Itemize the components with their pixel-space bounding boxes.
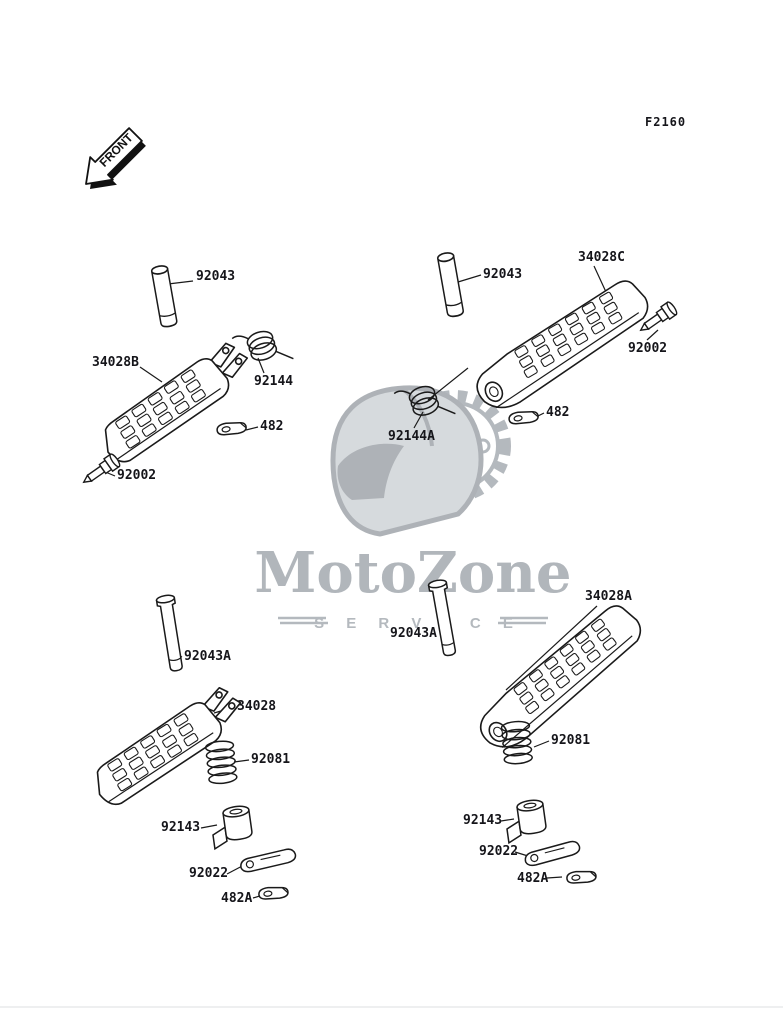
part-label-holder-92143-left: 92143 xyxy=(161,820,201,835)
footpeg-drawing-34028 xyxy=(84,681,253,812)
front-direction-arrow: FRONT xyxy=(85,127,146,189)
clip-drawing-482a-right xyxy=(565,868,598,886)
pin-drawing-top-right xyxy=(436,250,465,319)
holder-drawing-92143-right xyxy=(502,798,549,844)
assembly-bottom-left xyxy=(84,593,298,902)
part-label-pin-bottom-right: 92043A xyxy=(390,626,437,641)
part-label-bracket-92022-right: 92022 xyxy=(479,844,519,859)
part-label-pin-top-left: 92043 xyxy=(196,269,236,284)
part-label-holder-92143-right: 92143 xyxy=(463,813,503,828)
part-label-spring-92144: 92144 xyxy=(254,374,294,389)
part-label-bolt-92002-top-left: 92002 xyxy=(117,468,157,483)
part-label-clip-482-top-left: 482 xyxy=(260,419,284,434)
helmet-icon xyxy=(330,385,484,537)
part-label-clip-482a-right: 482A xyxy=(517,871,549,886)
part-label-spring-92081-left: 92081 xyxy=(251,752,291,767)
diagram-code: F2160 xyxy=(645,115,687,129)
part-label-pin-top-right: 92043 xyxy=(483,267,523,282)
part-label-clip-482a-left: 482A xyxy=(221,891,253,906)
watermark-logo: MotoZone S E R V I C E xyxy=(254,385,572,632)
part-label-pin-bottom-left: 92043A xyxy=(184,649,231,664)
bracket-drawing-92022-left xyxy=(239,847,298,873)
part-label-bracket-92022-left: 92022 xyxy=(189,866,229,881)
bolt-drawing-92002-top-left xyxy=(78,452,122,490)
part-label-spring-92081-right: 92081 xyxy=(551,733,591,748)
leader-lines xyxy=(102,265,659,899)
part-label-bolt-92002-top-right: 92002 xyxy=(628,341,668,356)
holder-drawing-92143-left xyxy=(208,804,255,850)
clip-drawing-482-top-left xyxy=(215,419,248,438)
watermark-subtitle-text: S E R V I C E xyxy=(314,615,522,632)
pin-drawing-top-left xyxy=(150,263,179,329)
clip-drawing-482a-left xyxy=(257,884,290,902)
part-label-clip-482-top-right: 482 xyxy=(546,405,570,420)
part-label-peg-34028a: 34028A xyxy=(585,589,632,604)
spring-drawing-92081-left xyxy=(204,739,239,786)
part-label-peg-34028: 34028 xyxy=(237,699,277,714)
clip-drawing-482-top-right xyxy=(507,408,540,427)
part-label-peg-34028c: 34028C xyxy=(578,250,625,265)
watermark-brand-text: MotoZone xyxy=(254,540,571,606)
part-label-peg-34028b: 34028B xyxy=(92,355,139,370)
pin-drawing-bottom-left xyxy=(155,593,187,673)
bracket-drawing-92022-right xyxy=(523,840,582,867)
part-label-spring-92144a: 92144A xyxy=(388,429,435,444)
